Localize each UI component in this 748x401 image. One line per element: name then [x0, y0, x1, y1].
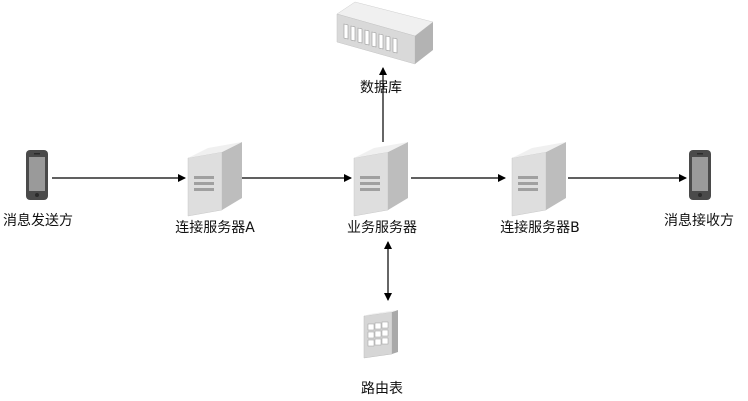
- table-icon: [363, 310, 398, 359]
- node-label-sender: 消息发送方: [3, 212, 73, 229]
- node-label-conn-a: 连接服务器A: [175, 219, 255, 236]
- node-label-route: 路由表: [361, 381, 403, 397]
- mobile-phone-icon: [26, 150, 48, 200]
- server-icon: [511, 142, 566, 217]
- node-label-db: 数据库: [360, 80, 402, 96]
- mobile-phone-icon: [689, 150, 711, 200]
- server-icon: [353, 142, 408, 217]
- database-rack-icon: [336, 1, 434, 65]
- node-label-receiver: 消息接收方: [664, 212, 734, 229]
- node-label-conn-b: 连接服务器B: [500, 219, 580, 236]
- server-icon: [187, 142, 242, 217]
- node-label-biz: 业务服务器: [347, 220, 417, 236]
